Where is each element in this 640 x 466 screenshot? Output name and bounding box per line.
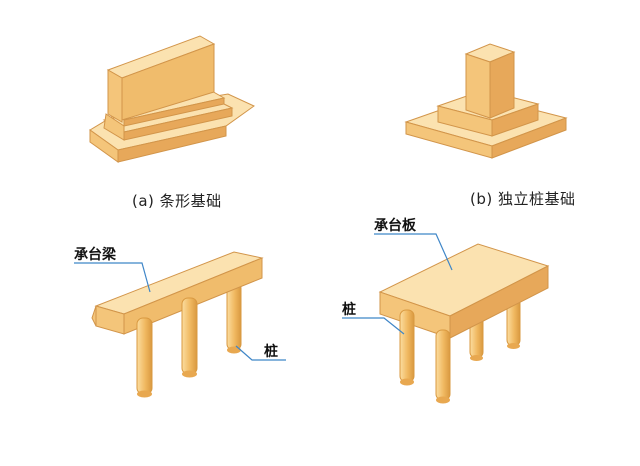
cap-slab-leader — [374, 233, 453, 271]
pile-cap-beam — [74, 251, 286, 398]
caption-isolated-footing: (b) 独立桩基础 — [470, 190, 576, 208]
label-pile-right: 桩 — [342, 302, 356, 318]
pile-right-leader — [342, 317, 405, 335]
strip-foundation — [89, 35, 255, 163]
pile-cap-slab — [342, 233, 550, 404]
label-cap-beam: 承台梁 — [74, 247, 116, 263]
cap-beam-leader — [74, 262, 151, 293]
label-cap-slab: 承台板 — [374, 218, 416, 234]
caption-strip-foundation: (a) 条形基础 — [132, 192, 222, 210]
pile-left-leader — [235, 345, 286, 361]
label-pile-left: 桩 — [264, 344, 278, 360]
isolated-footing — [404, 43, 568, 159]
